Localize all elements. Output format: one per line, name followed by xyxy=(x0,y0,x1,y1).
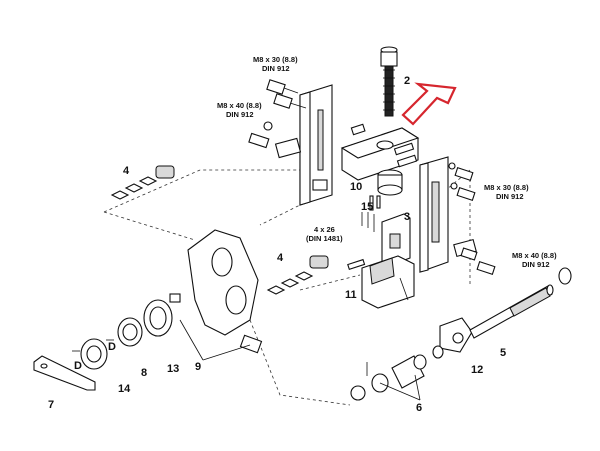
part-13-ring xyxy=(143,299,173,337)
left-vertical-plate xyxy=(299,84,333,206)
part-label-8: 8 xyxy=(141,367,147,379)
part-label-3: 3 xyxy=(404,211,410,223)
part-label-4-lower: 4 xyxy=(277,252,284,264)
spec-label-right-top: M8 x 30 (8.8) DIN 912 xyxy=(484,183,529,201)
part-label-6: 6 xyxy=(416,402,422,414)
spec-text: 4 x 26 xyxy=(314,225,335,234)
label-leaders xyxy=(72,319,421,401)
spec-text: (DIN 1481) xyxy=(306,234,343,243)
part-label-13: 13 xyxy=(167,363,179,375)
part-label-10: 10 xyxy=(350,181,362,193)
part-label-11: 11 xyxy=(345,289,357,301)
spec-text: DIN 912 xyxy=(496,192,524,201)
part-7-strap xyxy=(33,355,96,391)
part-label-2: 2 xyxy=(404,75,410,87)
spec-text: M8 x 40 (8.8) xyxy=(217,101,262,110)
dimension-label-d-right: D xyxy=(108,341,116,353)
spec-text: M8 x 40 (8.8) xyxy=(512,251,557,260)
right-vertical-plate xyxy=(419,156,449,273)
part-label-4-upper: 4 xyxy=(123,165,130,177)
spec-label-right-bottom: M8 x 40 (8.8) DIN 912 xyxy=(512,251,557,269)
part-4-chain-upper xyxy=(110,165,175,200)
spec-label-mid-left: M8 x 40 (8.8) DIN 912 xyxy=(217,101,262,119)
spec-label-pin: 4 x 26 (DIN 1481) xyxy=(306,225,343,243)
part-14-bushing xyxy=(80,338,108,370)
part-15-pins xyxy=(369,195,381,211)
red-arrow-indicator xyxy=(401,82,457,126)
top-crossbar-block xyxy=(340,123,420,181)
part-12-collar xyxy=(439,317,473,353)
part-5-shaft xyxy=(469,284,554,339)
dimension-label-d-left: D xyxy=(74,360,82,372)
part-label-15: 15 xyxy=(361,201,373,213)
part-11-clamp-block xyxy=(347,255,415,309)
part-3-bracket xyxy=(361,212,411,267)
spec-text: DIN 912 xyxy=(262,64,290,73)
spec-text: M8 x 30 (8.8) xyxy=(484,183,529,192)
part-label-14: 14 xyxy=(118,383,131,395)
part-label-5: 5 xyxy=(500,347,506,359)
part-number-labels: 2 3 4 4 5 6 7 8 9 10 11 12 13 14 15 D D xyxy=(48,75,506,414)
spec-text: DIN 912 xyxy=(522,260,550,269)
part-label-9: 9 xyxy=(195,361,201,373)
part-label-7: 7 xyxy=(48,399,54,411)
bolts-right xyxy=(448,162,572,285)
part-9-frame xyxy=(169,229,263,354)
part-2-spindle xyxy=(380,46,398,117)
spec-label-top-left: M8 x 30 (8.8) DIN 912 xyxy=(253,55,298,73)
part-8-ring xyxy=(117,317,143,347)
part-4-chain-lower xyxy=(266,255,329,295)
bolts-top-left xyxy=(248,79,307,159)
part-10-sleeve xyxy=(377,169,403,196)
part-label-12: 12 xyxy=(471,364,483,376)
part-6-nut-group xyxy=(350,345,444,401)
spec-text: DIN 912 xyxy=(226,110,254,119)
spec-text: M8 x 30 (8.8) xyxy=(253,55,298,64)
